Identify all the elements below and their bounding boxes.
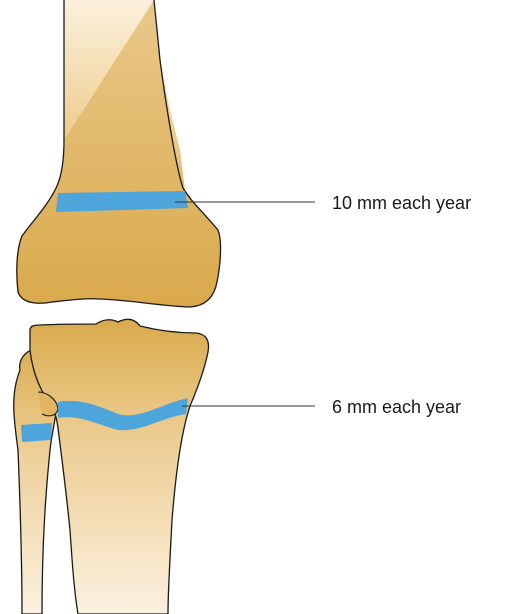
femur-growth-plate [56, 191, 188, 212]
fibula-growth-plate [21, 423, 52, 442]
fibula [13, 349, 58, 614]
tibia-bone [29, 318, 210, 614]
tibia [29, 318, 210, 614]
tibia-growth-plate [58, 398, 188, 431]
femur-distal-end [16, 0, 222, 308]
femur-growth-rate-label: 10 mm each year [332, 193, 471, 213]
tibia-growth-rate-label: 6 mm each year [332, 397, 461, 417]
femur [16, 0, 222, 308]
